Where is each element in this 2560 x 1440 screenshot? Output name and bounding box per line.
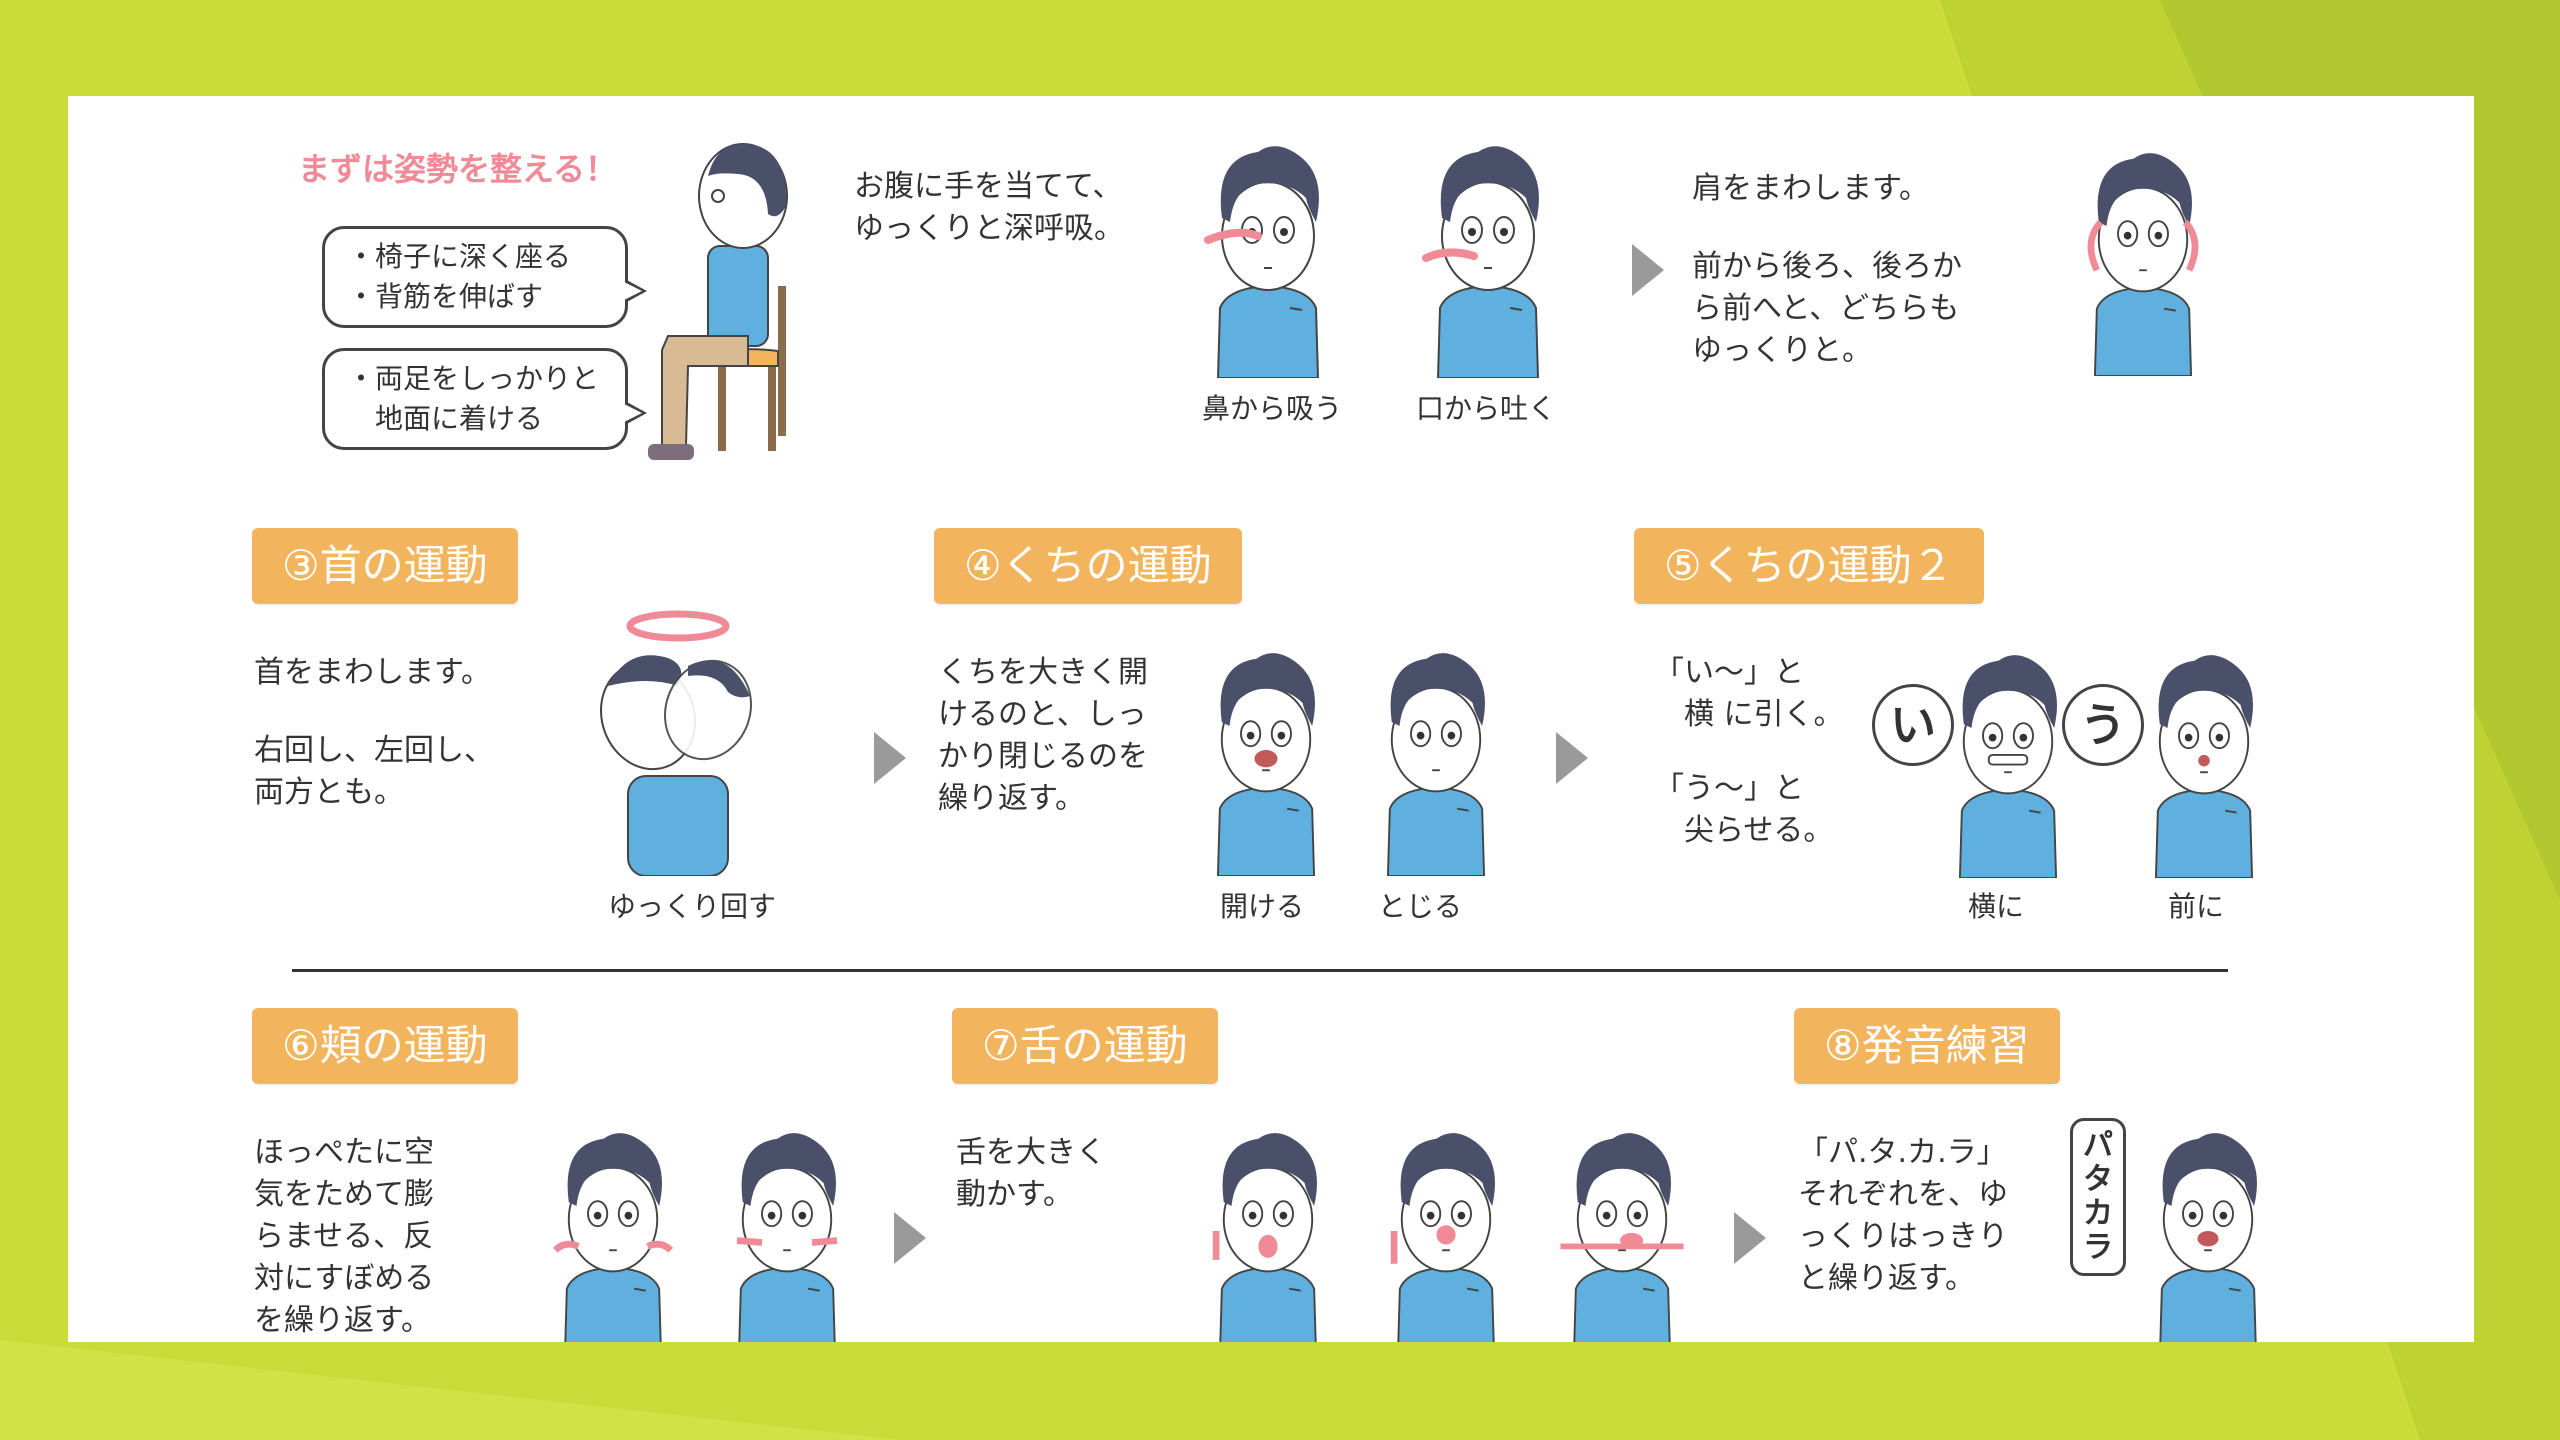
arrow-next-icon <box>1632 244 1664 296</box>
text-line: 舌を大きく <box>956 1135 1106 1170</box>
header-neck-exercise: ③首の運動 <box>252 528 518 604</box>
person-mouth-open-illustration <box>1216 652 1316 876</box>
text-line: かり閉じるのを <box>938 739 1148 774</box>
text-line: を繰り返す。 <box>254 1303 431 1338</box>
person-tongue-up-illustration <box>1390 1132 1496 1342</box>
person-mouth-closed-illustration <box>1386 652 1486 876</box>
text-line: 繰り返す。 <box>938 781 1085 816</box>
bubble-line: ・両足をしっかりと <box>347 362 600 395</box>
seated-person-illustration <box>648 143 788 460</box>
text-line: ら前へと、どちらも <box>1692 291 1960 326</box>
person-say-i-illustration <box>1958 654 2058 878</box>
text-line: 首をまわします。 <box>254 655 491 690</box>
text-line: 右回し、左回し、 <box>254 733 494 768</box>
text-line: 対にすぼめる <box>254 1261 435 1296</box>
text-line: ゆっくりと。 <box>1692 333 1872 368</box>
header-tongue-exercise: ⑦舌の運動 <box>952 1008 1218 1084</box>
arrow-next-icon <box>1734 1212 1766 1264</box>
arrow-next-icon <box>894 1212 926 1264</box>
arrow-next-icon <box>874 732 906 784</box>
exercise-sheet: まずは姿勢を整える！ ・椅子に深く座る ・背筋を伸ばす ・両足をしっかりと 地面… <box>68 96 2474 1342</box>
text-line: 「パ.タ.カ.ラ」 <box>1798 1135 2007 1170</box>
person-cheek-puff-illustration <box>552 1132 674 1342</box>
caption-close: とじる <box>1378 890 1463 923</box>
header-pronunciation: ⑧発音練習 <box>1794 1008 2060 1084</box>
speech-bubble-i: い <box>1872 684 1954 766</box>
header-mouth-exercise: ④くちの運動 <box>934 528 1242 604</box>
bubble-line: ・椅子に深く座る <box>347 240 572 273</box>
person-cheek-suck-illustration <box>736 1132 838 1342</box>
arrow-next-icon <box>1556 732 1588 784</box>
text-line: らませる、反 <box>254 1219 434 1254</box>
bubble-char: カ <box>2083 1196 2113 1231</box>
caption-neck: ゆっくり回す <box>608 890 777 923</box>
bubble-char: パ <box>2083 1128 2113 1163</box>
bubble-line: ・背筋を伸ばす <box>347 280 544 313</box>
person-exhale-mouth-illustration <box>1422 145 1540 378</box>
section-divider <box>292 969 2228 972</box>
text-line: 肩をまわします。 <box>1692 171 1929 206</box>
text-line: 気をためて膨 <box>254 1177 434 1212</box>
text-line: 「い〜」と <box>1654 655 1804 690</box>
header-cheek-exercise: ⑥頬の運動 <box>252 1008 518 1084</box>
intro-bubble-1: ・椅子に深く座る ・背筋を伸ばす <box>322 226 647 328</box>
text-line: くちを大きく開 <box>938 655 1148 690</box>
bubble-line: 地面に着ける <box>347 402 544 435</box>
text-line: 両方とも。 <box>254 775 404 810</box>
pataka-speech-bubble: パ タ カ ラ <box>2070 1118 2126 1276</box>
person-say-u-illustration <box>2154 654 2254 878</box>
text-line: 「う〜」と <box>1654 771 1804 806</box>
person-tongue-down-illustration <box>1212 1132 1318 1342</box>
text-line: ゆっくりと深呼吸。 <box>854 211 1124 246</box>
caption-open: 開ける <box>1220 890 1305 923</box>
text-line: 動かす。 <box>956 1177 1073 1212</box>
text-line: 前から後ろ、後ろか <box>1692 249 1962 284</box>
person-speaking-illustration <box>2158 1132 2258 1342</box>
text-line: お腹に手を当てて、 <box>854 169 1123 204</box>
intro-title: まずは姿勢を整える！ <box>298 150 618 188</box>
person-tongue-side-illustration <box>1560 1132 1684 1342</box>
text-line: っくりはっきり <box>1798 1219 2008 1254</box>
caption-exhale: 口から吐く <box>1416 392 1557 425</box>
bubble-char: タ <box>2083 1162 2113 1197</box>
caption-front: 前に <box>2168 890 2225 923</box>
text-line: それぞれを、ゆ <box>1798 1177 2008 1212</box>
person-neck-rotation-illustration <box>599 610 753 876</box>
text-line: けるのと、しっ <box>938 697 1147 732</box>
person-inhale-nose-illustration <box>1204 145 1320 378</box>
caption-inhale: 鼻から吸う <box>1202 392 1343 425</box>
text-line: 横 に引く。 <box>1654 697 1844 732</box>
bubble-char: ラ <box>2083 1230 2113 1265</box>
header-mouth-exercise-2: ⑤くちの運動２ <box>1634 528 1984 604</box>
person-shoulder-roll-illustration <box>2087 152 2199 376</box>
caption-side: 横に <box>1968 890 2025 923</box>
text-line: ほっぺたに空 <box>254 1135 434 1170</box>
intro-bubble-2: ・両足をしっかりと 地面に着ける <box>322 348 647 450</box>
text-line: と繰り返す。 <box>1798 1261 1975 1296</box>
speech-bubble-u: う <box>2062 684 2144 766</box>
text-line: 尖らせる。 <box>1654 813 1834 848</box>
